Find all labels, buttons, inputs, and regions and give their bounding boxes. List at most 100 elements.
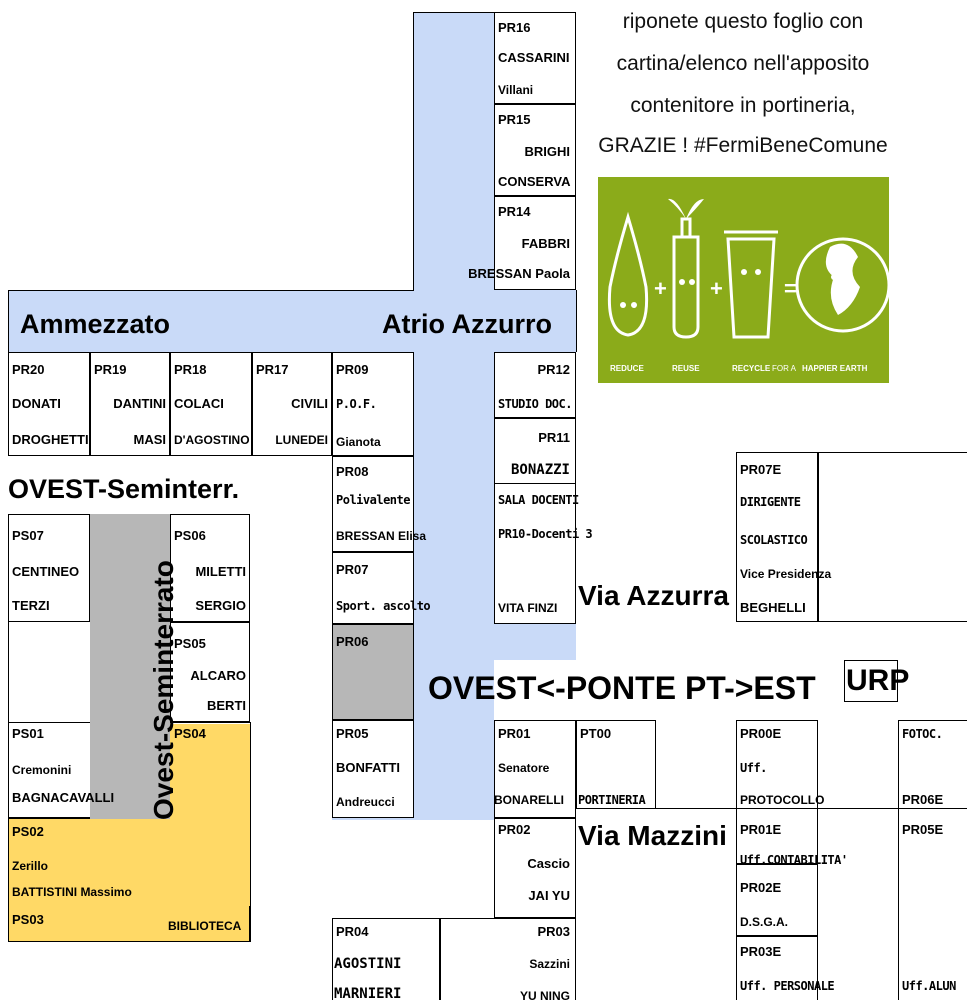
equals-sign: = — [784, 276, 797, 301]
eco-banner-illustration — [607, 198, 891, 339]
notice-line-3: contenitore in portineria, — [630, 94, 856, 117]
room-pr14 — [494, 196, 576, 290]
room-pr07e-name1: DIRIGENTE — [740, 495, 801, 509]
room-pr01-name1: Senatore — [498, 761, 550, 775]
room-ps05-name1: ALCARO — [190, 668, 246, 683]
eco-banner: + + = REDUCE REUSE RECYCLE FOR A HAPPIER… — [598, 177, 891, 383]
room-pr00e-name1: Uff. — [740, 761, 767, 775]
bottle-icon — [672, 217, 700, 339]
room-pr03e-name1: Uff. PERSONALE — [740, 979, 835, 993]
room-pr07e-name4: BEGHELLI — [740, 600, 806, 615]
room-sala-docenti — [494, 484, 576, 624]
room-pr01 — [494, 720, 576, 818]
room-pr09-name2: Gianota — [336, 435, 381, 449]
room-pr03-code: PR03 — [537, 924, 570, 939]
room-pr16 — [494, 12, 576, 104]
room-pt00-code: PT00 — [580, 726, 612, 741]
zone-ovest-seminterrato-vertical-label: Ovest-Seminterrato — [148, 560, 179, 820]
room-pr02e — [736, 864, 818, 936]
room-ps07-name1: CENTINEO — [12, 564, 80, 579]
room-ps04-code: PS04 — [174, 726, 206, 741]
room-pr03-name1: Sazzini — [529, 957, 570, 971]
room-pr15-name2: CONSERVA — [498, 174, 571, 189]
room-ps01-name1: Cremonini — [12, 763, 72, 777]
room-pr09 — [332, 352, 414, 456]
room-pr00e-name2: PROTOCOLLO — [740, 793, 825, 807]
room-pr19-name1: DANTINI — [113, 396, 166, 411]
room-pr16-name1: CASSARINI — [498, 50, 570, 65]
room-pr02 — [494, 818, 576, 918]
room-pr18-name2: D'AGOSTINO — [174, 433, 250, 447]
room-pr07-name1: Sport. ascolto — [336, 599, 431, 613]
recycle-bin-icon — [724, 230, 778, 339]
room-ps01-code: PS01 — [12, 726, 44, 741]
room-pr14-name2: BRESSAN Paola — [468, 266, 570, 281]
notice-line-1: riponete questo foglio con — [622, 10, 864, 33]
room-pr09-code: PR09 — [336, 362, 369, 377]
room-ps07-name2: TERZI — [12, 598, 50, 613]
room-pr04-name1: AGOSTINI — [334, 956, 402, 972]
room-pr03e-code: PR03E — [740, 944, 782, 959]
room-pr07e — [736, 452, 818, 622]
room-pr17-code: PR17 — [256, 362, 289, 377]
room-pr08-name1: Polivalente — [336, 493, 410, 507]
room-ps01 — [8, 722, 90, 818]
room-ps02 — [8, 818, 90, 819]
room-pr04-code: PR04 — [336, 924, 369, 939]
eco-label-for-a: FOR A — [772, 364, 797, 373]
room-ps02-code: PS02 — [12, 824, 44, 839]
room-ps05-name2: BERTI — [207, 698, 246, 713]
room-pr16-code: PR16 — [498, 20, 531, 35]
room-ps05 — [170, 622, 250, 722]
room-pr01e-name1: Uff.CONTABILITA' — [740, 853, 848, 867]
room-pr07e-name2: SCOLASTICO — [740, 533, 808, 547]
zone-ponte-label: OVEST<-PONTE PT->EST — [428, 670, 816, 706]
room-pr18-name1: COLACI — [174, 396, 224, 411]
room-ps01-name2: BAGNACAVALLI — [12, 790, 115, 805]
room-pr08-name2: BRESSAN Elisa — [336, 529, 427, 543]
room-pr02-name2: JAI YU — [528, 888, 570, 903]
room-pr20 — [8, 352, 90, 456]
room-pr02e-name1: D.S.G.A. — [740, 915, 789, 929]
room-ps06-code: PS06 — [174, 528, 206, 543]
room-pr20-name2: DROGHETTI — [12, 432, 89, 447]
room-pr01-name2: BONARELLI — [494, 793, 564, 807]
biblioteca-area-upper — [170, 724, 250, 820]
room-pt00-name1: PORTINERIA — [578, 793, 646, 807]
eco-label-happier-earth: HAPPIER EARTH — [802, 364, 868, 373]
zone-ovest-seminterr-label: OVEST-Seminterr. — [8, 474, 240, 504]
room-pr04-name2: MARNIERI — [334, 986, 402, 1002]
room-pr14-name1: FABBRI — [521, 236, 570, 251]
room-ps06-name2: SERGIO — [195, 598, 246, 613]
room-ps03-code: PS03 — [12, 912, 44, 927]
room-pr01e — [736, 808, 818, 864]
eco-label-recycle: RECYCLE — [732, 364, 771, 373]
ammezzato-corridor — [8, 290, 576, 352]
room-pr02-name1: Cascio — [527, 856, 570, 871]
room-pr11-name1: BONAZZI — [510, 462, 570, 478]
room-pr00e-code: PR00E — [740, 726, 782, 741]
room-pt00 — [576, 720, 656, 808]
room-pr04 — [332, 918, 440, 1000]
room-ps02-name2: BATTISTINI Massimo — [12, 885, 132, 899]
room-ps07 — [8, 514, 90, 622]
atrio-azzurro-lower-corridor — [414, 352, 494, 710]
room-pr15-name1: BRIGHI — [524, 144, 571, 159]
room-pr06 — [332, 624, 414, 720]
room-ps03-name: BIBLIOTECA — [168, 919, 242, 933]
room-pr03e — [736, 936, 818, 1000]
room-pr02-code: PR02 — [498, 822, 531, 837]
eco-label-reuse: REUSE — [672, 364, 700, 373]
room-pr11 — [494, 418, 576, 484]
zone-urp-box — [844, 660, 898, 702]
zone-urp-label: URP — [846, 664, 910, 697]
via-azzurra-strip — [494, 624, 576, 660]
room-ps06 — [170, 514, 250, 622]
room-pr18-code: PR18 — [174, 362, 207, 377]
plus-sign-2: + — [710, 276, 723, 301]
room-pr19-code: PR19 — [94, 362, 127, 377]
notice-line-2: cartina/elenco nell'apposito — [616, 52, 870, 75]
room-ps03 — [8, 906, 250, 942]
room-pr09-name1: P.O.F. — [336, 397, 377, 411]
room-ps06-name1: MILETTI — [195, 564, 246, 579]
